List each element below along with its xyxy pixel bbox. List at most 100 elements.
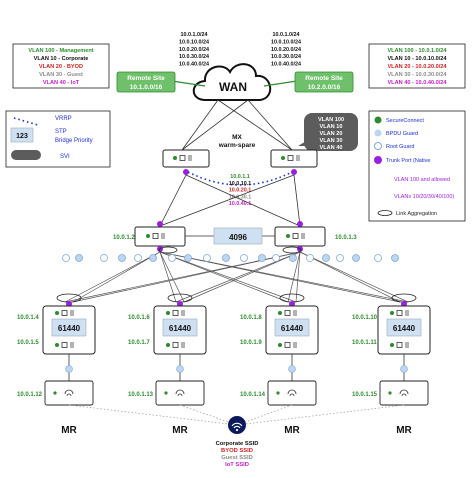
legend-vrrp: VRRP bbox=[55, 116, 72, 122]
wan-subnet: 10.0.40.0/24 bbox=[179, 62, 209, 68]
access-ip-bottom: 10.0.1.11 bbox=[352, 340, 377, 346]
mr-access-point bbox=[44, 380, 94, 406]
access-priority: 61440 bbox=[58, 324, 81, 333]
wan-subnet: 10.0.30.0/24 bbox=[271, 54, 301, 60]
mr-label: MR bbox=[172, 425, 188, 436]
bpdu-guard-port bbox=[149, 254, 157, 262]
bpdu-guard-port bbox=[65, 365, 73, 373]
mr-label: MR bbox=[396, 425, 412, 436]
legend-bridge-priority: Bridge Priority bbox=[55, 138, 93, 144]
vlan-line: VLAN 40 - 10.0.40.0/24 bbox=[387, 80, 447, 86]
bpdu-guard-port bbox=[289, 254, 297, 262]
access-priority: 61440 bbox=[393, 324, 416, 333]
access-ip-top: 10.0.1.8 bbox=[240, 315, 262, 321]
bpdu-guard-port bbox=[336, 254, 344, 262]
bpdu-guard-port bbox=[374, 254, 382, 262]
vip-address: 10.0.40.1 bbox=[229, 201, 251, 207]
mr-ip: 10.0.1.14 bbox=[240, 392, 266, 398]
bpdu-guard-port bbox=[134, 254, 142, 262]
vip-address: 10.0.20.1 bbox=[229, 188, 251, 194]
remote-site-subnet: 10.2.0.0/16 bbox=[308, 84, 341, 91]
wan-subnet: 10.0.20.0/24 bbox=[179, 47, 209, 53]
vip-addresses: 10.0.1.110.0.10.110.0.20.110.0.30.110.0.… bbox=[229, 174, 251, 207]
wan-subnet: 10.0.40.0/24 bbox=[271, 62, 301, 68]
vlan-line: VLAN 20 - BYOD bbox=[39, 64, 83, 70]
core-right-ip: 10.0.1.3 bbox=[335, 235, 357, 241]
wan-label: WAN bbox=[219, 80, 247, 94]
wan-subnet: 10.0.10.0/24 bbox=[179, 39, 209, 45]
vlan-line: VLAN 100 - 10.0.1.0/24 bbox=[387, 48, 447, 54]
bpdu-guard-port bbox=[168, 254, 176, 262]
wan-subnets-left: 10.0.1.0/2410.0.10.0/2410.0.20.0/2410.0.… bbox=[179, 32, 209, 68]
access-priority: 61440 bbox=[281, 324, 304, 333]
vlan-line: VLAN 100 - Management bbox=[28, 48, 93, 54]
mr-access-point bbox=[379, 380, 429, 406]
access-ip-bottom: 10.0.1.9 bbox=[240, 340, 262, 346]
bpdu-guard-port bbox=[258, 254, 266, 262]
access-priority-badge bbox=[162, 318, 198, 337]
vip-address: 10.0.30.1 bbox=[229, 194, 251, 200]
mr-ip: 10.0.1.15 bbox=[352, 392, 378, 398]
bpdu-guard-port bbox=[203, 254, 211, 262]
bpdu-guard-port bbox=[62, 254, 70, 262]
core-left-ip: 10.0.1.2 bbox=[113, 235, 135, 241]
mr-label: MR bbox=[284, 425, 300, 436]
bpdu-guard-port bbox=[75, 254, 83, 262]
legend-svi: SVI bbox=[60, 154, 70, 160]
legend-stp: STP bbox=[55, 129, 67, 135]
legend-bpdu-guard: BPDU Guard bbox=[386, 131, 418, 137]
wan-subnet: 10.0.30.0/24 bbox=[179, 54, 209, 60]
bpdu-guard-port bbox=[176, 365, 184, 373]
svi-vlan: VLAN 30 bbox=[319, 138, 342, 144]
legend-vlan-allowed: VLAN 100 and allowed bbox=[394, 177, 450, 183]
ssid-name: BYOD SSID bbox=[221, 448, 253, 454]
vlan-line: VLAN 30 - 10.0.30.0/24 bbox=[387, 72, 447, 78]
legend-secureconnect: SecureConnect bbox=[386, 118, 424, 124]
access-ip-bottom: 10.0.1.5 bbox=[17, 340, 39, 346]
core-switch-right bbox=[274, 221, 326, 252]
legend-vlans: VLANs 10/20/30/40/100) bbox=[394, 194, 454, 200]
mx-appliance-right bbox=[270, 149, 318, 175]
legend-link-aggregation: Link Aggregation bbox=[396, 211, 437, 217]
bpdu-guard-port bbox=[322, 254, 330, 262]
legend-left: VRRP 123 STP Bridge Priority SVI bbox=[5, 110, 111, 168]
ssid-name: IoT SSID bbox=[225, 462, 249, 468]
mx-appliance-left bbox=[162, 149, 210, 175]
core-switch-left bbox=[134, 221, 186, 252]
wan-subnet: 10.0.10.0/24 bbox=[271, 39, 301, 45]
vlan-line: VLAN 10 - Corporate bbox=[34, 56, 89, 62]
mr-access-point bbox=[155, 380, 205, 406]
bpdu-guard-port bbox=[118, 254, 126, 262]
bpdu-guard-port bbox=[240, 254, 248, 262]
bpdu-guard-port bbox=[352, 254, 360, 262]
remote-site-name: Remote Site bbox=[305, 75, 343, 82]
mr-label: MR bbox=[61, 425, 77, 436]
bpdu-guard-port bbox=[306, 254, 314, 262]
ssid-name: Corporate SSID bbox=[216, 441, 259, 447]
wan-subnet: 10.0.1.0/24 bbox=[181, 32, 208, 38]
core-priority: 4096 bbox=[229, 233, 247, 242]
vrrp-link bbox=[187, 171, 293, 186]
remote-site-left: Remote Site 10.1.0.0/16 bbox=[116, 71, 206, 93]
bpdu-guard-port bbox=[100, 254, 108, 262]
bpdu-guard-port bbox=[288, 365, 296, 373]
core-priority-badge bbox=[213, 227, 263, 245]
ssid-name: Guest SSID bbox=[221, 455, 253, 461]
bpdu-guard-port bbox=[400, 365, 408, 373]
vlan-line: VLAN 10 - 10.0.10.0/24 bbox=[387, 56, 447, 62]
access-ip-top: 10.0.1.6 bbox=[128, 315, 150, 321]
access-ip-bottom: 10.0.1.7 bbox=[128, 340, 150, 346]
remote-site-right: Remote Site 10.2.0.0/16 bbox=[263, 71, 354, 93]
vlan-line: VLAN 20 - 10.0.20.0/24 bbox=[387, 64, 447, 70]
svi-vlan: VLAN 100 bbox=[318, 117, 344, 123]
bpdu-guard-port bbox=[272, 254, 280, 262]
svi-vlan: VLAN 10 bbox=[319, 124, 342, 130]
